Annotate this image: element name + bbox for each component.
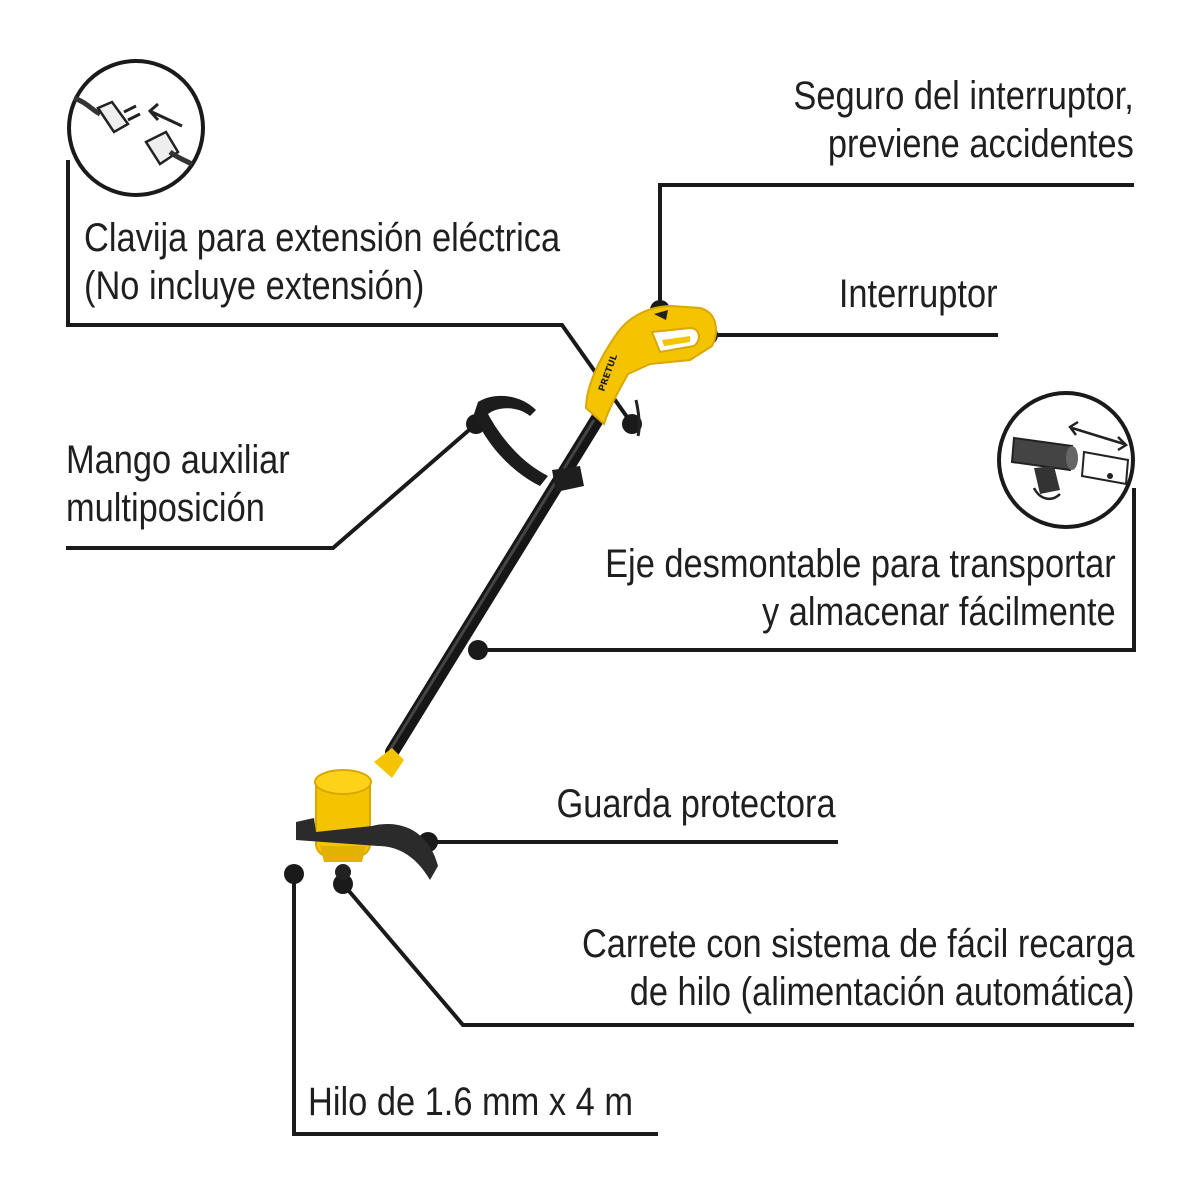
label-shaft: Eje desmontable para transportar y almac…: [605, 540, 1116, 636]
label-plug-line1: Clavija para extensión eléctrica: [84, 216, 561, 260]
leader-shaft: [478, 488, 1136, 652]
label-guard-line1: Guarda protectora: [556, 782, 836, 826]
label-line-line1: Hilo de 1.6 mm x 4 m: [308, 1080, 633, 1124]
detachable-shaft-icon: [997, 391, 1135, 529]
label-plug: Clavija para extensión eléctrica (No inc…: [84, 214, 560, 310]
string-trimmer: PRETUL: [296, 304, 717, 880]
label-spool-line1: Carrete con sistema de fácil recarga: [581, 922, 1134, 966]
label-aux-handle: Mango auxiliar multiposición: [66, 436, 290, 532]
aux-handle-clamp: [552, 466, 584, 492]
label-aux-handle-line1: Mango auxiliar: [66, 438, 290, 482]
leader-aux-handle: [66, 422, 478, 550]
main-handle: PRETUL: [584, 304, 717, 426]
dot-plug: [622, 414, 642, 434]
leader-line: [292, 874, 658, 1136]
leader-spool: [341, 882, 1134, 1027]
label-plug-line2: (No incluye extensión): [84, 264, 425, 308]
label-aux-handle-line2: multiposición: [66, 486, 265, 530]
label-guard: Guarda protectora: [557, 780, 836, 828]
label-switch-line1: Interruptor: [839, 272, 998, 316]
leader-switch-lock: [658, 183, 1134, 310]
label-switch-lock-line1: Seguro del interruptor,: [793, 74, 1134, 118]
plug-icon: [67, 59, 205, 197]
motor-head: [314, 748, 404, 880]
label-switch-lock: Seguro del interruptor, previene acciden…: [794, 72, 1134, 168]
dot-shaft: [468, 640, 488, 660]
label-shaft-line1: Eje desmontable para transportar: [605, 542, 1116, 586]
aux-handle: [474, 395, 548, 486]
label-line: Hilo de 1.6 mm x 4 m: [308, 1078, 633, 1126]
label-spool-line2: de hilo (alimentación automática): [629, 970, 1134, 1014]
guard-shield: [296, 818, 438, 880]
dot-line: [284, 864, 304, 884]
label-spool: Carrete con sistema de fácil recarga de …: [581, 920, 1134, 1016]
label-switch-lock-line2: previene accidentes: [828, 122, 1134, 166]
dot-spool: [333, 874, 353, 894]
label-shaft-line2: y almacenar fácilmente: [762, 590, 1116, 634]
label-switch: Interruptor: [839, 270, 998, 318]
